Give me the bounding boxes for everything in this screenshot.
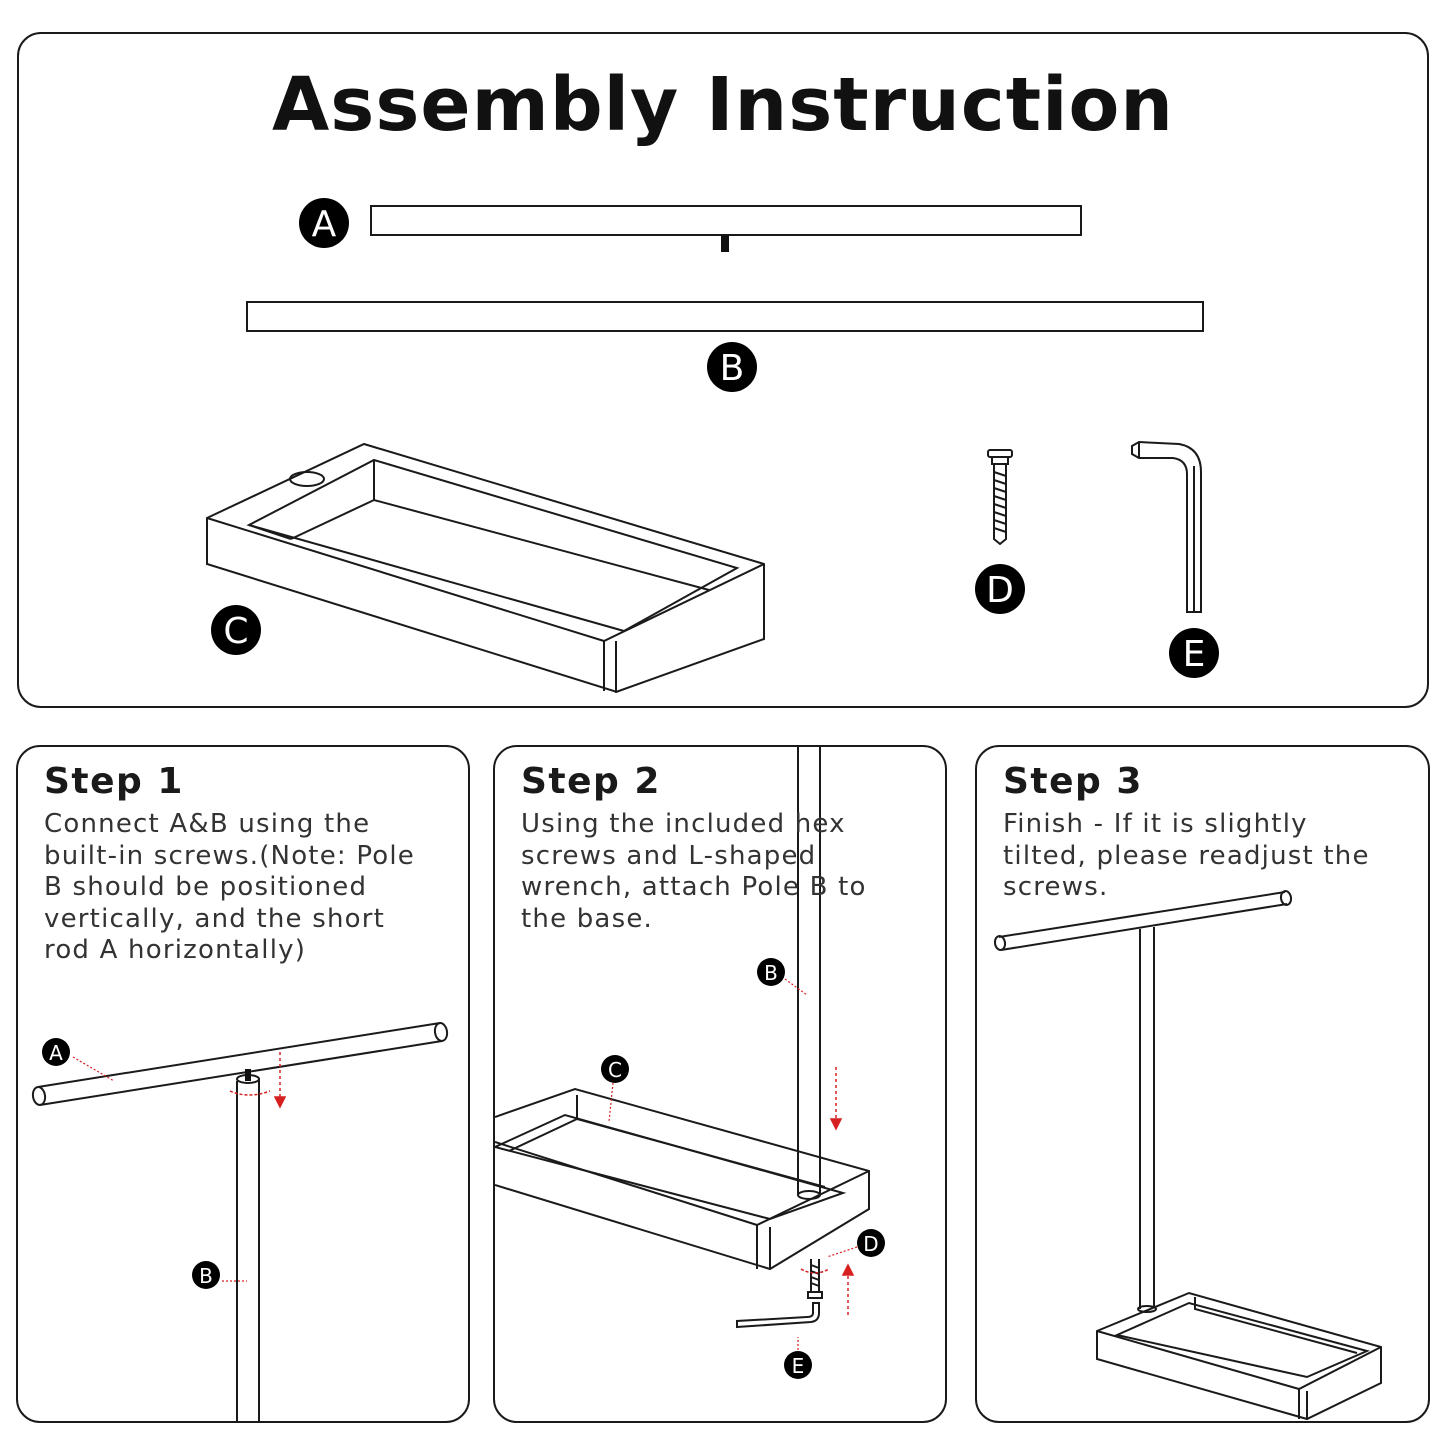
step2-arrows: [800, 1067, 855, 1315]
step-2-text: Using the included hex screws and L-shap…: [521, 809, 867, 934]
step-3-text: Finish - If it is slightly tilted, pleas…: [1003, 809, 1370, 902]
badge-e-label: E: [1183, 634, 1206, 675]
step-3-diagram: [993, 890, 1382, 1421]
badge-e: E: [1169, 628, 1219, 678]
badge-a-label: A: [312, 204, 337, 245]
step-2-title: Step 2: [521, 761, 661, 802]
step-2-panel: B C D E Step 2 Using the included hex sc…: [493, 745, 947, 1423]
step2-badge-d: D: [857, 1229, 885, 1257]
step1-badge-b-label: B: [199, 1264, 213, 1288]
step2-screw-d: [807, 1259, 823, 1299]
step1-badge-a-label: A: [49, 1041, 63, 1065]
hex-wrench-e: [1131, 440, 1202, 613]
step2-badge-c: C: [601, 1055, 629, 1083]
step-2-diagram: B C D E: [495, 747, 885, 1379]
step1-pole-b: [236, 1078, 260, 1421]
step2-badge-b: B: [757, 958, 785, 986]
step-1-diagram: A B: [31, 1022, 449, 1421]
step1-badge-a: A: [42, 1038, 70, 1066]
badge-c: C: [211, 605, 261, 655]
parts-overview-panel: Assembly Instruction: [17, 32, 1429, 708]
page-title: Assembly Instruction: [272, 62, 1174, 148]
rod-a-screw: [721, 235, 729, 252]
step-1-text: Connect A&B using the built-in screws.(N…: [44, 809, 415, 965]
step-1-title: Step 1: [44, 761, 184, 802]
step1-rod-a: [37, 1022, 443, 1106]
pole-b: [246, 301, 1204, 332]
step2-pole-b: [797, 747, 821, 1195]
step1-rotation-arrow: [229, 1052, 287, 1109]
step3-rod-a: [998, 891, 1288, 951]
badge-b: B: [707, 342, 757, 392]
step3-pole-b: [1139, 927, 1155, 1309]
rod-a: [370, 205, 1082, 236]
badge-d-label: D: [986, 570, 1014, 611]
badge-a: A: [299, 198, 349, 248]
step2-badge-b-label: B: [764, 961, 778, 985]
badge-c-label: C: [223, 611, 248, 652]
step2-badge-e: E: [784, 1351, 812, 1379]
step2-badge-c-label: C: [608, 1058, 622, 1082]
step2-base-c: [495, 1087, 870, 1271]
step1-badge-b: B: [192, 1261, 220, 1289]
step2-badge-e-label: E: [792, 1354, 805, 1378]
step3-base-c: [1096, 1291, 1382, 1421]
step-1-panel: A B Step 1 Connect A&B using the built-i…: [16, 745, 470, 1423]
screw-d: [987, 449, 1013, 546]
step2-wrench-e: [736, 1302, 820, 1329]
badge-d: D: [975, 564, 1025, 614]
base-c: [206, 442, 765, 694]
step-3-panel: Step 3 Finish - If it is slightly tilted…: [975, 745, 1430, 1423]
badge-b-label: B: [720, 348, 745, 389]
parts-diagram: A B C D E: [206, 198, 1219, 694]
step2-badge-d-label: D: [863, 1232, 878, 1256]
step-3-title: Step 3: [1003, 761, 1143, 802]
